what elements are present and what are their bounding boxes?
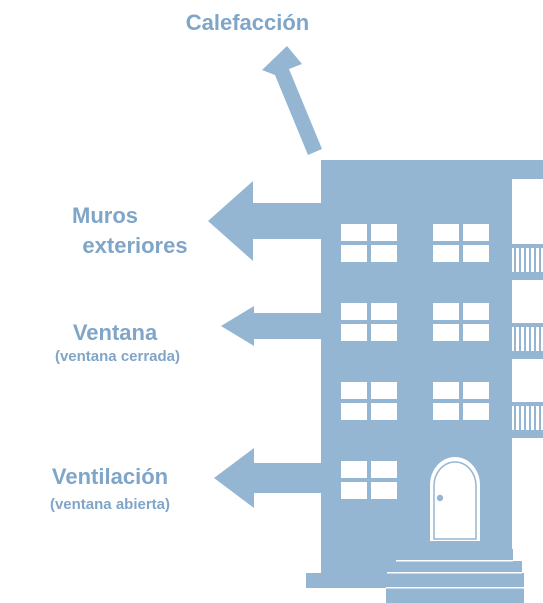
door-icon	[430, 457, 480, 541]
balcony-railing-icon	[512, 244, 543, 438]
balcony-1	[512, 244, 543, 280]
heating-arrow-icon	[262, 46, 322, 155]
ventilation-label-sub: (ventana abierta)	[49, 496, 171, 513]
window-label-sub: (ventana cerrada)	[54, 348, 181, 365]
balcony-2	[512, 323, 543, 359]
walls-label-line1: Muros	[72, 203, 138, 228]
heating-label: Calefacción	[185, 10, 310, 35]
building-icon	[306, 160, 543, 603]
roof	[321, 160, 543, 179]
step-lines	[386, 560, 524, 589]
window-mullions	[341, 224, 489, 499]
window-label-title: Ventana	[72, 320, 158, 345]
ventilation-arrow-icon	[214, 448, 322, 508]
window-arrow-icon	[221, 306, 322, 346]
walls-arrow-icon	[208, 181, 322, 261]
ventilation-label-title: Ventilación	[51, 464, 169, 489]
entrance-steps	[306, 549, 524, 603]
balcony-3	[512, 402, 543, 438]
walls-label-line2: exteriores	[82, 233, 188, 258]
